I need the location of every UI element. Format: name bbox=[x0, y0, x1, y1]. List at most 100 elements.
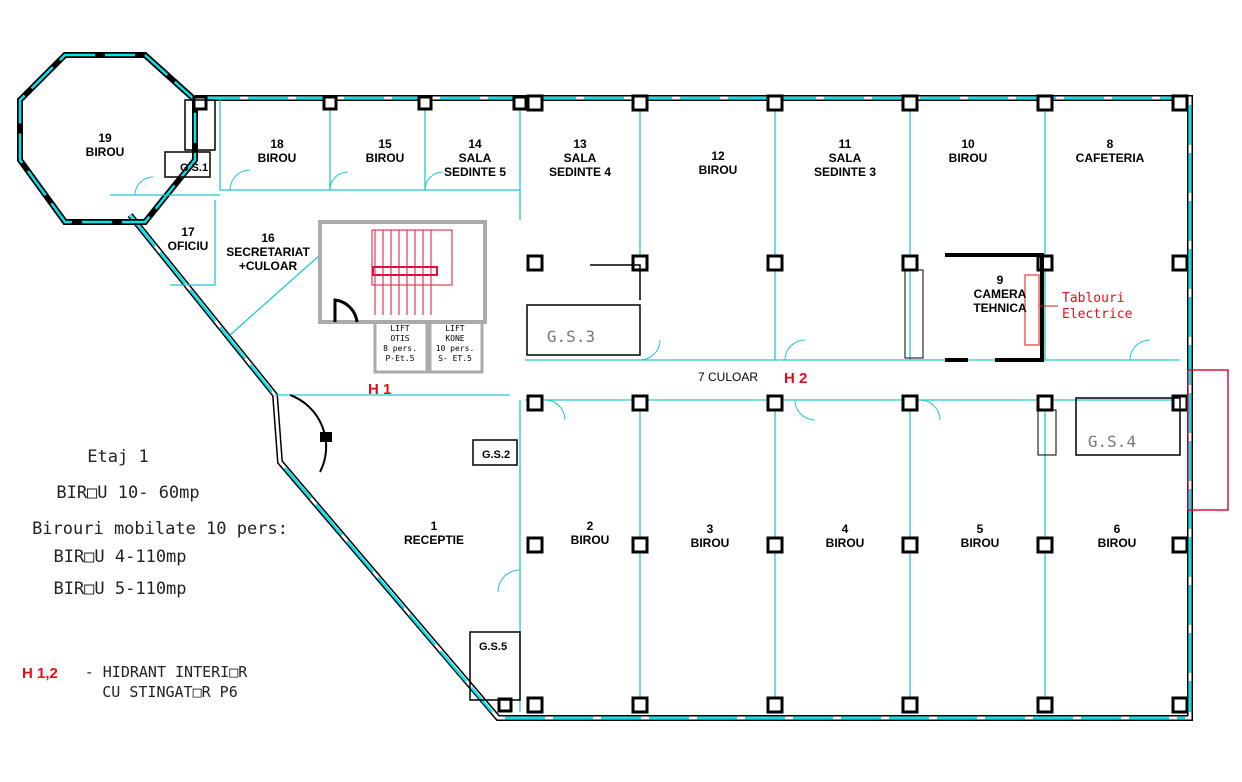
electrical-panel bbox=[1024, 274, 1040, 346]
door bbox=[333, 298, 359, 323]
technical-room-walls bbox=[945, 253, 1044, 362]
room-name: BIROU bbox=[699, 163, 738, 177]
column bbox=[497, 697, 513, 713]
legend-line: BIR□U 4-110mp bbox=[53, 547, 186, 567]
room-name2: SEDINTE 5 bbox=[444, 165, 506, 179]
reception-desk bbox=[289, 394, 328, 473]
room-number: 16 bbox=[261, 231, 275, 245]
column bbox=[526, 94, 544, 112]
room-number: 9 bbox=[997, 273, 1004, 287]
room-number: 1 bbox=[431, 519, 438, 533]
column bbox=[901, 394, 919, 412]
toilets bbox=[164, 99, 1229, 701]
column bbox=[417, 95, 433, 111]
room-name: BIROU bbox=[366, 151, 405, 165]
room-name: SALA bbox=[459, 151, 492, 165]
legend-line: BIR□U 5-110mp bbox=[53, 579, 186, 599]
room-number: 8 bbox=[1107, 137, 1114, 151]
legend-hydrant-desc: CU STINGAT□R P6 bbox=[102, 683, 237, 701]
room-number: 3 bbox=[707, 522, 714, 536]
column bbox=[631, 94, 649, 112]
stairs bbox=[371, 229, 453, 315]
column bbox=[322, 95, 338, 111]
lift-floors: S- ET.5 bbox=[438, 354, 472, 363]
column bbox=[766, 94, 784, 112]
toilet-gs1: G.S.1 bbox=[180, 162, 208, 174]
room-name2: TEHNICA bbox=[973, 301, 1027, 315]
column bbox=[631, 536, 649, 554]
column bbox=[1036, 94, 1054, 112]
column bbox=[766, 696, 784, 714]
room-name: BIROU bbox=[949, 151, 988, 165]
room-name: BIROU bbox=[826, 536, 865, 550]
room-number: 12 bbox=[711, 149, 725, 163]
column bbox=[1171, 94, 1189, 112]
room-name: CAMERA bbox=[974, 287, 1027, 301]
room-number: 10 bbox=[961, 137, 975, 151]
room-name: BIROU bbox=[691, 536, 730, 550]
room-number: 5 bbox=[977, 522, 984, 536]
column bbox=[901, 536, 919, 554]
room-name2: SEDINTE 3 bbox=[814, 165, 876, 179]
stair-core: LIFT OTIS 8 pers. P-Et.5 LIFT KONE 10 pe… bbox=[318, 220, 487, 374]
lift-capacity: 8 pers. bbox=[383, 344, 417, 353]
column bbox=[526, 394, 544, 412]
column bbox=[526, 696, 544, 714]
column bbox=[1036, 696, 1054, 714]
room-name2: +CULOAR bbox=[239, 259, 298, 273]
room-number: 19 bbox=[98, 131, 112, 145]
lift-label: LIFT bbox=[390, 324, 409, 333]
corridor-label: 7 CULOAR bbox=[698, 370, 758, 384]
room-name: BIROU bbox=[571, 533, 610, 547]
room-number: 15 bbox=[378, 137, 392, 151]
hydrant-h2: H 2 bbox=[784, 370, 807, 387]
room-number: 11 bbox=[839, 137, 852, 151]
column bbox=[766, 254, 784, 272]
legend-line: Birouri mobilate 10 pers: bbox=[32, 519, 288, 539]
lift-capacity: 10 pers. bbox=[436, 344, 475, 353]
room-number: 14 bbox=[468, 137, 482, 151]
room-number: 6 bbox=[1114, 522, 1121, 536]
hydrant-h1: H 1 bbox=[368, 381, 391, 398]
legend-floor: Etaj 1 bbox=[87, 447, 148, 467]
legend: Etaj 1 BIR□U 10- 60mp Birouri mobilate 1… bbox=[22, 447, 288, 701]
lift-brand: OTIS bbox=[390, 334, 409, 343]
room-name: BIROU bbox=[86, 145, 125, 159]
legend-line: BIR□U 10- 60mp bbox=[56, 483, 199, 503]
room-name: SECRETARIAT bbox=[226, 245, 310, 259]
column bbox=[901, 696, 919, 714]
room-name: CAFETERIA bbox=[1076, 151, 1145, 165]
room-name2: SEDINTE 4 bbox=[549, 165, 611, 179]
room-name: OFICIU bbox=[168, 239, 209, 253]
column bbox=[631, 696, 649, 714]
room-number: 17 bbox=[181, 225, 195, 239]
column bbox=[192, 95, 208, 111]
column bbox=[766, 536, 784, 554]
column bbox=[526, 536, 544, 554]
column bbox=[1171, 696, 1189, 714]
room-number: 18 bbox=[270, 137, 284, 151]
column bbox=[1171, 254, 1189, 272]
room-number: 4 bbox=[842, 522, 849, 536]
columns bbox=[192, 94, 1189, 714]
column bbox=[526, 254, 544, 272]
column bbox=[901, 254, 919, 272]
exterior-walls bbox=[17, 52, 1193, 721]
lift-brand: KONE bbox=[445, 334, 464, 343]
toilet-gs2: G.S.2 bbox=[482, 449, 510, 461]
